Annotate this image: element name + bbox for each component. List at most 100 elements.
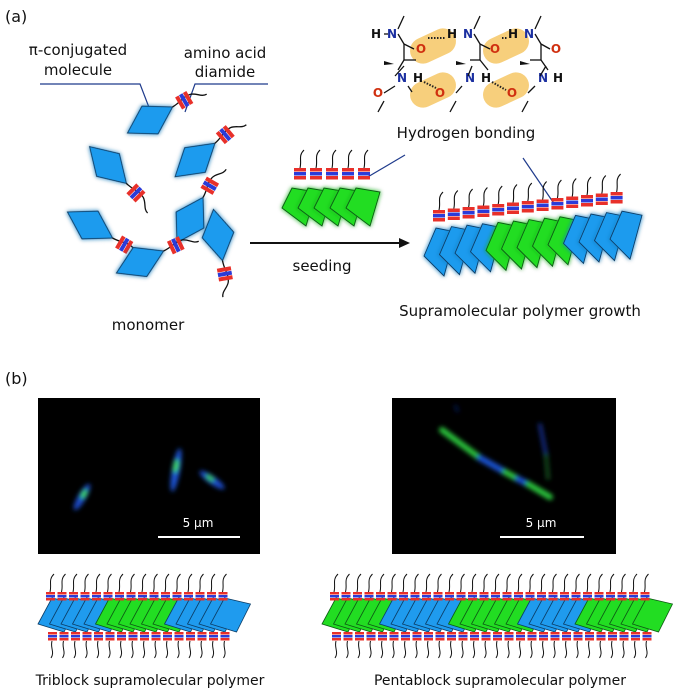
block-tag-bottom [412, 638, 422, 641]
block-tag-top [456, 592, 466, 595]
block-tag-top [184, 595, 193, 598]
block-tag-bottom [343, 635, 353, 638]
pi-conjugated-label: π-conjugated [29, 41, 127, 59]
block-tag-bottom [82, 638, 92, 641]
block-tag-top [184, 598, 193, 601]
block-tag-bottom [105, 632, 115, 635]
block-tag-top [525, 598, 535, 601]
block-tag-top [376, 598, 385, 601]
leader-line-hbond-seed [365, 154, 406, 179]
block-tail-bottom [472, 640, 476, 659]
block-tail-bottom [119, 640, 123, 659]
chem-atom: N [465, 71, 475, 85]
block-tag-bottom [631, 632, 640, 635]
block-tail-bottom [438, 640, 441, 659]
methyl-wedge [384, 61, 394, 65]
chem-bond [407, 85, 413, 93]
block-tag-top [138, 595, 147, 598]
block-tail-top [187, 573, 193, 593]
block-tag-bottom [128, 632, 138, 635]
block-tag-bottom [59, 638, 69, 641]
block-tail-bottom [495, 640, 499, 659]
block-tag-top [410, 598, 420, 601]
polymer-amide-tag [521, 182, 534, 213]
block-tag-bottom [516, 638, 525, 641]
block-tag-top [138, 592, 147, 595]
block-tag-top [330, 595, 339, 598]
block-tail-top [644, 573, 649, 593]
block-tag-bottom [573, 638, 583, 641]
polymer-amide-tag [433, 191, 445, 222]
chem-atom: N [397, 71, 407, 85]
chem-bond [397, 15, 405, 30]
block-tag-top [410, 595, 420, 598]
block-tag-bottom [197, 632, 207, 635]
block-tag-bottom [209, 638, 218, 641]
block-tag-top [445, 595, 454, 598]
block-tag-top [468, 595, 477, 598]
block-tag-bottom [151, 635, 161, 638]
block-tag-top [172, 592, 182, 595]
block-tag-top [548, 595, 558, 598]
block-tail-top [552, 573, 557, 593]
block-tag-top [364, 592, 374, 595]
block-tag-top [525, 592, 535, 595]
block-tag-top [594, 595, 604, 598]
block-tail-bottom [392, 640, 395, 659]
block-tag-top [537, 598, 546, 601]
block-tag-bottom [458, 635, 468, 638]
chem-bond [521, 100, 529, 113]
block-tail-top [563, 573, 569, 593]
block-tail-top [471, 573, 477, 593]
chem-atom: O [551, 42, 561, 56]
block-tag-top [46, 598, 55, 601]
block-tag-bottom [596, 638, 606, 641]
chem-bond [473, 33, 481, 45]
block-tail-top [529, 573, 534, 593]
block-tag-bottom [366, 638, 376, 641]
block-tag-bottom [174, 632, 184, 635]
block-tag-bottom [435, 635, 445, 638]
block-tail-top [164, 573, 170, 593]
monomer-2 [88, 145, 149, 214]
block-tag-bottom [412, 635, 422, 638]
block-tail-top [368, 573, 373, 593]
block-tag-bottom [458, 632, 468, 635]
block-tag-top [468, 598, 477, 601]
block-tag-top [456, 595, 466, 598]
block-tail-bottom [50, 640, 54, 659]
block-tail-bottom [461, 640, 464, 659]
block-tail-top [84, 573, 89, 593]
block-tail-bottom [587, 640, 591, 659]
monomer-1 [126, 90, 208, 135]
block-tag-top [103, 592, 113, 595]
block-tail-bottom [154, 640, 157, 659]
block-tail-top [176, 573, 181, 593]
block-tail-bottom [403, 640, 407, 659]
block-tag-top [330, 598, 339, 601]
block-tag-top [364, 598, 374, 601]
block-tag-top [218, 598, 228, 601]
block-tag-bottom [412, 632, 422, 635]
block-tag-top [560, 598, 569, 601]
block-tag-bottom [481, 632, 491, 635]
polymer-amide-tag [610, 173, 623, 204]
chem-atom: N [463, 27, 473, 41]
block-tag-top [115, 592, 124, 595]
block-tag-top [184, 592, 193, 595]
block-tag-bottom [48, 635, 57, 638]
chem-atom: H [508, 27, 518, 41]
block-tag-bottom [94, 638, 103, 641]
chem-bond [534, 15, 542, 30]
block-tag-top [364, 595, 374, 598]
block-tag-top [617, 592, 627, 595]
block-tail-bottom [415, 640, 418, 659]
block-tag-top [571, 592, 581, 595]
polymer-amide-tag [447, 190, 460, 220]
block-tail-bottom [576, 640, 579, 659]
block-tag-bottom [105, 638, 115, 641]
hydrogen-bond-dash [423, 81, 437, 89]
block-tag-bottom [378, 635, 387, 638]
scale-bar-label-1: 5 μm [183, 516, 214, 530]
chem-atom: H [553, 71, 563, 85]
